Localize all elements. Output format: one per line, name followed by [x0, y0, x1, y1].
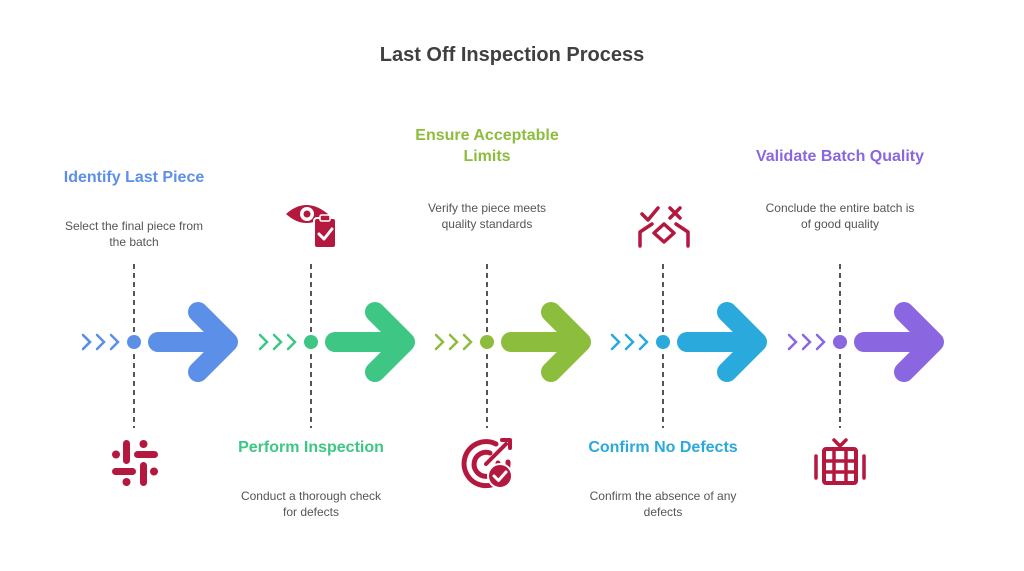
arrow-1-fill — [148, 302, 238, 382]
check-cross-hand-icon — [638, 206, 690, 248]
chevrons-1b — [81, 333, 120, 351]
step-dot-1 — [125, 333, 143, 351]
chevrons-2 — [258, 333, 297, 351]
step-dot-2 — [302, 333, 320, 351]
target-check-icon — [461, 438, 513, 489]
flow-segment-4 — [610, 264, 770, 428]
chevrons-4 — [610, 333, 649, 351]
step-title-5: Validate Batch Quality — [755, 148, 925, 165]
flow-segment-3 — [434, 264, 594, 428]
arrow-4 — [677, 302, 767, 382]
arrow-2 — [325, 302, 415, 382]
chevrons-3 — [434, 333, 473, 351]
flow-segment-2 — [258, 264, 418, 428]
step-title-4: Confirm No Defects — [588, 439, 738, 456]
arrow-3 — [501, 302, 591, 382]
step-title-3: Ensure Acceptable Limits — [415, 127, 559, 165]
step-dot-4 — [654, 333, 672, 351]
step-description-1: Select the final piece from the batch — [64, 219, 204, 249]
step-dot-3 — [478, 333, 496, 351]
slack-hash-icon — [112, 440, 158, 486]
step-description-2: Conduct a thorough check for defects — [240, 489, 382, 519]
chevrons-5 — [787, 333, 826, 351]
step-description-3: Verify the piece meets quality standards — [427, 201, 547, 231]
batch-box-icon — [814, 438, 866, 485]
arrow-5 — [854, 302, 944, 382]
step-description-5: Conclude the entire batch is of good qua… — [765, 201, 915, 231]
eye-clipboard-icon — [286, 205, 337, 249]
step-title-2: Perform Inspection — [238, 439, 384, 456]
flow-segment-1 — [81, 264, 241, 428]
page-title: Last Off Inspection Process — [379, 44, 645, 66]
step-title-1: Identify Last Piece — [63, 169, 205, 186]
step-description-4: Confirm the absence of any defects — [589, 489, 737, 519]
step-dot-5 — [831, 333, 849, 351]
flow-segment-5 — [787, 264, 947, 428]
